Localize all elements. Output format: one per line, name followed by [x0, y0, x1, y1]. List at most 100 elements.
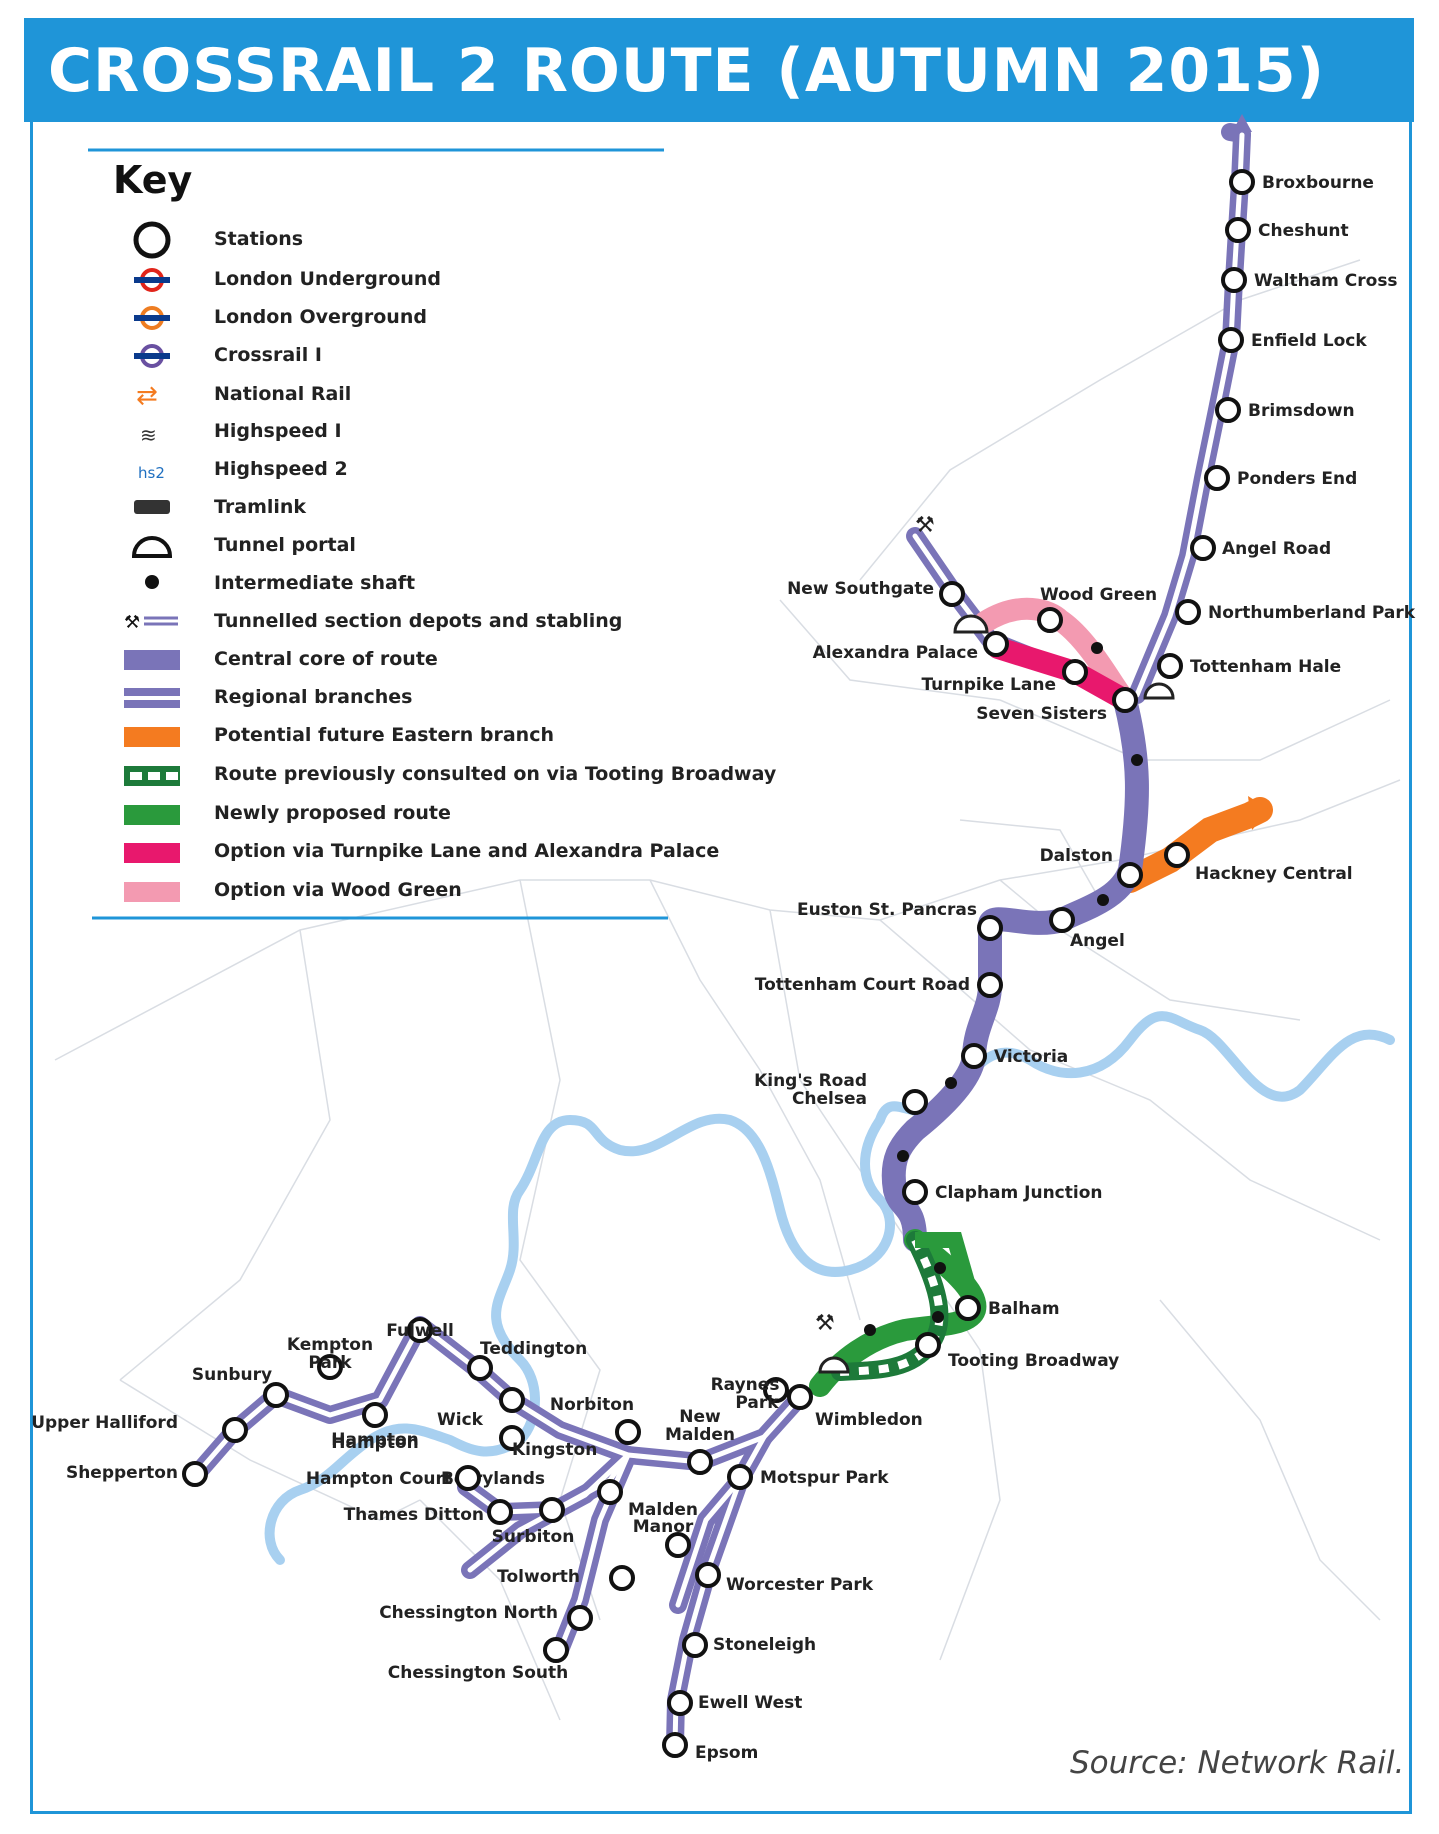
station-marker[interactable] — [1190, 535, 1216, 561]
station-label[interactable]: Victoria — [994, 1047, 1068, 1067]
station-marker[interactable] — [939, 581, 965, 607]
station-label[interactable]: Norbiton — [550, 1395, 634, 1415]
station-label[interactable]: Thames Ditton — [344, 1505, 484, 1525]
station-marker[interactable] — [665, 1532, 691, 1558]
station-label[interactable]: Angel Road — [1222, 539, 1331, 559]
station-marker[interactable] — [1218, 327, 1244, 353]
station-label[interactable]: Hackney Central — [1195, 864, 1353, 884]
station-label[interactable]: Sunbury — [192, 1365, 272, 1385]
station-marker[interactable] — [1157, 653, 1183, 679]
station-label[interactable]: Hampton — [331, 1433, 419, 1453]
station-label[interactable]: Balham — [988, 1299, 1060, 1319]
station-marker[interactable] — [727, 1464, 753, 1490]
station-label[interactable]: Hampton Court — [306, 1469, 452, 1489]
station-marker[interactable] — [977, 915, 1003, 941]
station-marker[interactable] — [1117, 862, 1143, 888]
station-marker[interactable] — [263, 1382, 289, 1408]
station-label[interactable]: Ponders End — [1237, 469, 1357, 489]
station-marker[interactable] — [222, 1417, 248, 1443]
station-label[interactable]: Tottenham Court Road — [755, 975, 970, 995]
station-marker[interactable] — [597, 1479, 623, 1505]
station-label[interactable]: Enfield Lock — [1251, 331, 1367, 351]
station-marker[interactable] — [615, 1419, 641, 1445]
station-label[interactable]: New — [679, 1407, 721, 1427]
station-marker[interactable] — [1215, 397, 1241, 423]
station-marker[interactable] — [1062, 659, 1088, 685]
station-marker[interactable] — [567, 1605, 593, 1631]
station-label[interactable]: Motspur Park — [760, 1468, 889, 1488]
station-marker[interactable] — [543, 1637, 569, 1663]
station-marker[interactable] — [682, 1632, 708, 1658]
station-label[interactable]: Chessington South — [388, 1663, 569, 1683]
station-label[interactable]: Hampton — [331, 1430, 419, 1450]
station-label[interactable]: Wimbledon — [815, 1410, 923, 1430]
station-label[interactable]: Ewell West — [698, 1693, 802, 1713]
station-marker[interactable] — [407, 1317, 433, 1343]
station-label[interactable]: Alexandra Palace — [813, 643, 978, 663]
station-label[interactable]: Fulwell — [386, 1321, 454, 1341]
station-label[interactable]: Chelsea — [792, 1089, 867, 1109]
station-marker[interactable] — [667, 1690, 693, 1716]
station-marker[interactable] — [499, 1425, 525, 1451]
station-label[interactable]: Cheshunt — [1258, 221, 1349, 241]
station-label[interactable]: Kempton — [287, 1335, 373, 1355]
station-label[interactable]: Malden — [665, 1425, 735, 1445]
station-label[interactable]: Epsom — [695, 1743, 758, 1763]
station-label[interactable]: Stoneleigh — [713, 1635, 816, 1655]
station-label[interactable]: Northumberland Park — [1208, 603, 1416, 623]
station-marker[interactable] — [467, 1355, 493, 1381]
station-label[interactable]: Tooting Broadway — [948, 1351, 1119, 1371]
station-label[interactable]: Park — [308, 1353, 352, 1373]
station-label[interactable]: Upper Halliford — [31, 1413, 178, 1433]
station-marker[interactable] — [609, 1565, 635, 1591]
station-marker[interactable] — [1037, 607, 1063, 633]
station-marker[interactable] — [487, 1499, 513, 1525]
station-marker[interactable] — [983, 631, 1009, 657]
station-marker[interactable] — [915, 1332, 941, 1358]
station-label[interactable]: Turnpike Lane — [921, 675, 1056, 695]
station-label[interactable]: Teddington — [480, 1339, 587, 1359]
station-marker[interactable] — [902, 1089, 928, 1115]
station-label[interactable]: Raynes — [711, 1375, 780, 1395]
station-label[interactable]: Clapham Junction — [935, 1183, 1103, 1203]
station-label[interactable]: Manor — [633, 1517, 694, 1537]
station-marker[interactable] — [455, 1465, 481, 1491]
station-marker[interactable] — [499, 1387, 525, 1413]
station-marker[interactable] — [763, 1377, 789, 1403]
station-label[interactable]: Kingston — [512, 1440, 597, 1460]
station-marker[interactable] — [787, 1384, 813, 1410]
station-label[interactable]: Shepperton — [66, 1463, 178, 1483]
station-marker[interactable] — [977, 972, 1003, 998]
station-marker[interactable] — [539, 1497, 565, 1523]
station-label[interactable]: Worcester Park — [726, 1575, 874, 1595]
station-label[interactable]: King's Road — [754, 1071, 867, 1091]
station-marker[interactable] — [1225, 217, 1251, 243]
station-label[interactable]: Chessington North — [379, 1603, 558, 1623]
station-label[interactable]: Wood Green — [1040, 585, 1157, 605]
station-marker[interactable] — [182, 1461, 208, 1487]
station-label[interactable]: New Southgate — [787, 579, 934, 599]
station-label[interactable]: Tolworth — [497, 1567, 580, 1587]
station-marker[interactable] — [1112, 687, 1138, 713]
station-label[interactable]: Waltham Cross — [1254, 271, 1398, 291]
station-label[interactable]: Malden — [628, 1500, 698, 1520]
station-label[interactable]: Dalston — [1040, 846, 1113, 866]
station-marker[interactable] — [1204, 465, 1230, 491]
station-marker[interactable] — [1175, 599, 1201, 625]
station-marker[interactable] — [362, 1402, 388, 1428]
station-marker[interactable] — [1164, 842, 1190, 868]
station-label[interactable]: Surbiton — [492, 1527, 575, 1547]
station-marker[interactable] — [317, 1354, 343, 1380]
station-label[interactable]: Broxbourne — [1262, 173, 1374, 193]
station-label[interactable]: Tottenham Hale — [1190, 657, 1341, 677]
station-marker[interactable] — [1229, 169, 1255, 195]
station-label[interactable]: Brimsdown — [1248, 401, 1355, 421]
station-label[interactable]: Euston St. Pancras — [797, 900, 977, 920]
station-marker[interactable] — [955, 1295, 981, 1321]
station-marker[interactable] — [1049, 907, 1075, 933]
station-marker[interactable] — [902, 1179, 928, 1205]
station-label[interactable]: Seven Sisters — [976, 704, 1107, 724]
station-marker[interactable] — [695, 1562, 721, 1588]
station-label[interactable]: Angel — [1070, 931, 1125, 951]
station-label[interactable]: Wick — [437, 1410, 484, 1430]
